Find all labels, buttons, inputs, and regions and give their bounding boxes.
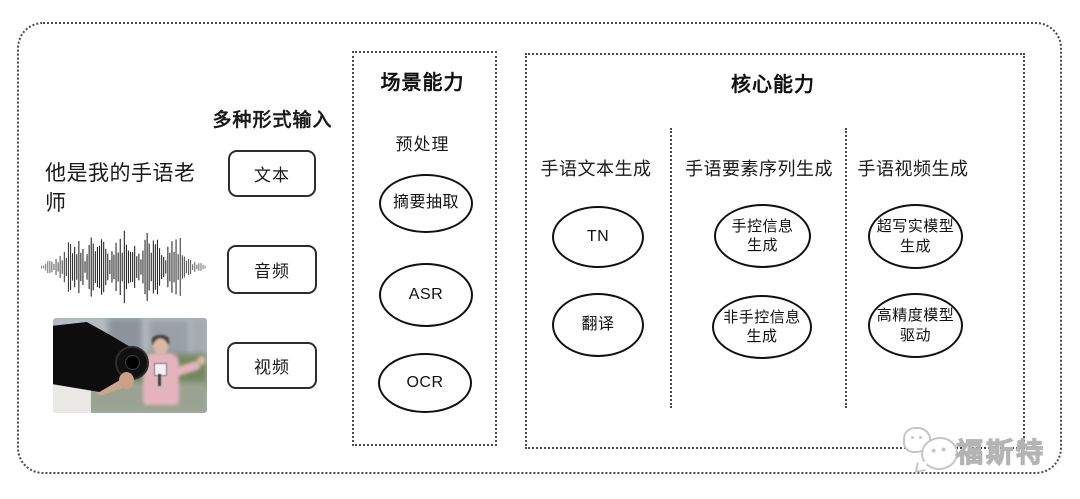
input-type-video-box: 视频 [227, 342, 317, 389]
mascot-bubble-tail [914, 461, 928, 473]
node-tn: TN [552, 206, 644, 268]
scene-panel-subtitle: 预处理 [395, 135, 450, 154]
scene-panel-title: 场景能力 [380, 72, 465, 94]
outer-dotted-border [17, 22, 1062, 474]
node-summary-extraction: 摘要抽取 [379, 174, 473, 233]
video-input-thumbnail [53, 318, 207, 413]
thumb-reporter-head [153, 338, 168, 355]
thumb-cameraman-hand [119, 372, 134, 389]
text-input-sample: 他是我的手语老师 [45, 162, 196, 215]
input-type-video-label: 视频 [254, 358, 290, 377]
core-column-label-element-sequence: 手语要素序列生成 [685, 159, 833, 179]
node-high-precision-model-driving: 高精度模型 驱动 [868, 293, 963, 358]
input-type-audio-label: 音频 [254, 262, 290, 281]
mascot-eye [931, 448, 936, 453]
watermark: 福斯特 [898, 422, 1063, 477]
input-type-audio-box: 音频 [227, 245, 317, 294]
thumb-camera-lens-inner [125, 355, 140, 370]
scene-capability-panel [352, 51, 497, 446]
audio-waveform [41, 230, 206, 304]
node-translation: 翻译 [552, 293, 644, 357]
mascot-eye [911, 436, 914, 439]
node-non-manual-feature-generation: 非手控信息 生成 [712, 295, 812, 359]
thumb-reporter-body [143, 353, 179, 405]
input-type-text-box: 文本 [228, 150, 316, 197]
core-column-label-text-generation: 手语文本生成 [540, 159, 652, 179]
node-hyperrealistic-model-generation: 超写实模型 生成 [868, 204, 963, 269]
watermark-text: 福斯特 [955, 437, 1046, 468]
mascot-eye [919, 436, 922, 439]
thumb-reporter-hand [197, 356, 206, 365]
core-column-label-video-generation: 手语视频生成 [857, 159, 969, 179]
core-column-divider [670, 128, 672, 408]
core-panel-title: 核心能力 [731, 74, 815, 96]
mascot-eye [941, 447, 946, 452]
node-asr: ASR [379, 263, 473, 327]
node-ocr: OCR [378, 353, 472, 413]
node-manual-feature-generation: 手控信息 生成 [714, 204, 811, 268]
core-column-divider [845, 128, 847, 408]
input-section-title: 多种形式输入 [212, 110, 333, 131]
input-type-text-label: 文本 [254, 166, 290, 185]
thumb-microphone-handle [158, 374, 161, 386]
thumb-building [191, 318, 207, 358]
core-capability-panel [525, 53, 1025, 449]
